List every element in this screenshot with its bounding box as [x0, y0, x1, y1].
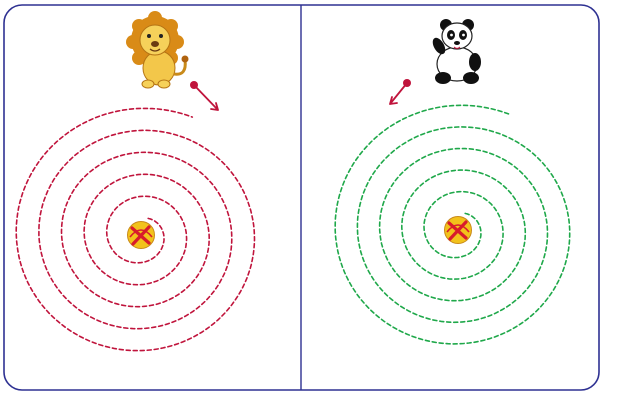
lion-spiral-trace-path[interactable] — [15, 107, 256, 352]
ball-icon — [127, 221, 155, 249]
right-panel — [334, 19, 571, 345]
left-panel — [15, 11, 256, 352]
panda-icon — [432, 19, 481, 84]
panda-start-dot — [403, 79, 411, 87]
panda-start-arrow — [389, 82, 408, 105]
panda-spiral-trace-path[interactable] — [334, 104, 571, 345]
ball-icon — [444, 216, 472, 244]
lion-start-dot — [190, 81, 198, 89]
lion-icon — [126, 11, 189, 89]
lion-start-arrow — [193, 84, 219, 111]
